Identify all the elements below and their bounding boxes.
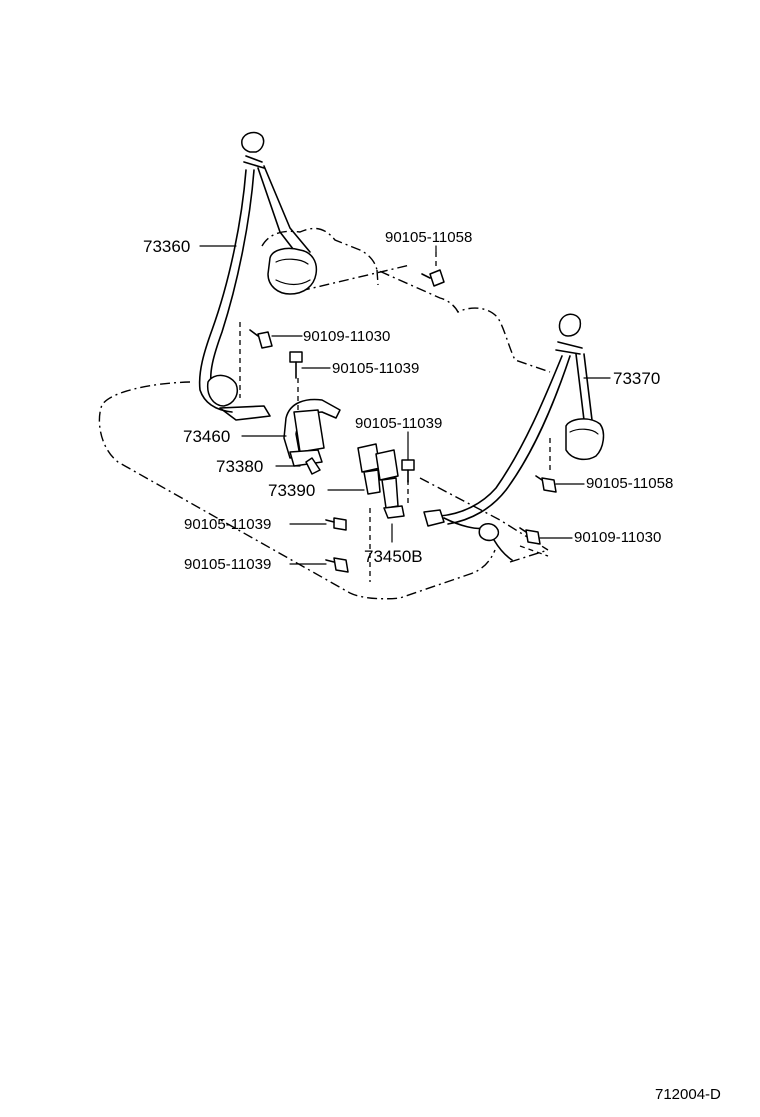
callout-90105-11039-b: 90105-11039	[355, 415, 442, 432]
right-outer-belt-assembly	[423, 313, 605, 561]
bolt-icon	[421, 252, 445, 287]
center-belt-assembly	[283, 378, 341, 475]
callout-90105-11039-a: 90105-11039	[332, 360, 419, 377]
right-retractor	[565, 418, 605, 461]
left-shoulder-anchor	[241, 131, 265, 153]
callout-90105-11039-d: 90105-11039	[184, 556, 271, 573]
callout-90105-11058-right: 90105-11058	[586, 475, 673, 492]
bolt-icon	[325, 557, 349, 573]
center-buckle-assembly	[357, 443, 409, 582]
callout-73450B: 73450B	[364, 547, 423, 566]
callout-90105-11039-c: 90105-11039	[184, 516, 271, 533]
right-lower-anchor	[478, 523, 500, 542]
bolt-icon	[401, 459, 415, 483]
right-shoulder-anchor	[558, 313, 582, 337]
bolts	[249, 252, 557, 573]
73460-buckle	[293, 409, 325, 453]
callout-90109-11030-left: 90109-11030	[303, 328, 390, 345]
callout-73360: 73360	[143, 237, 190, 256]
left-outer-belt-assembly	[198, 131, 318, 421]
bolt-icon	[535, 475, 557, 493]
figure-code: 712004-D	[655, 1086, 721, 1103]
callout-73380: 73380	[216, 457, 263, 476]
callout-labels: 73360 90105-11058 90109-11030 90105-1103…	[143, 229, 721, 1103]
callout-73390: 73390	[268, 481, 315, 500]
bolt-icon	[325, 517, 347, 531]
callout-73370: 73370	[613, 369, 660, 388]
left-lower-anchor	[206, 374, 238, 407]
callout-90105-11058-top: 90105-11058	[385, 229, 472, 246]
left-retractor	[267, 247, 318, 295]
bolt-icon	[289, 351, 303, 379]
callout-90109-11030-right: 90109-11030	[574, 529, 661, 546]
leader-lines	[199, 245, 611, 565]
bolt-icon	[249, 329, 273, 349]
callout-73460: 73460	[183, 427, 230, 446]
bolt-icon	[519, 527, 541, 545]
73450B-buckle	[375, 449, 399, 481]
